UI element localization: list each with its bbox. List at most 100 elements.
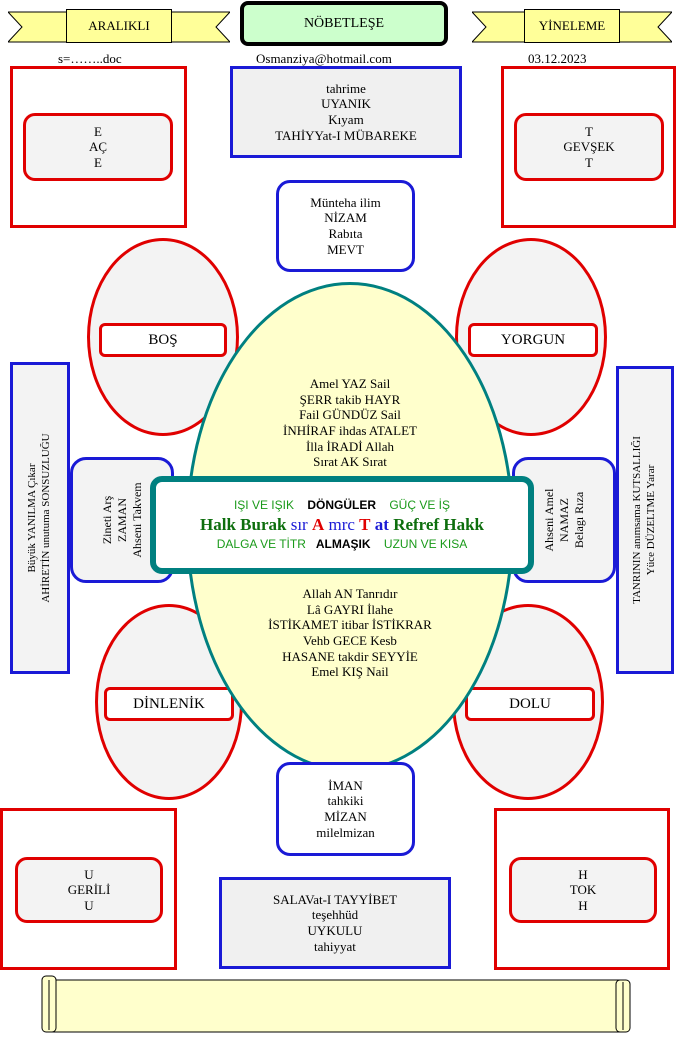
corner-line: T xyxy=(585,154,593,170)
egg-line: İNHİRAF ihdas ATALET xyxy=(282,423,417,438)
scroll-banner xyxy=(41,975,631,1033)
corner-line: E xyxy=(94,154,102,170)
egg-line: ŞERR takib HAYR xyxy=(299,391,401,407)
egg-line: İlla İRADİ Allah xyxy=(305,438,395,454)
right-tall-box: TANRININ anımsama KUTSALLIĞI Yüce DÜZELT… xyxy=(616,366,674,674)
band-text: A xyxy=(311,514,325,534)
band-text: T xyxy=(359,514,371,534)
corner-line: H xyxy=(578,897,588,913)
corner-line: GERİLİ xyxy=(67,882,111,898)
band-text: DÖNGÜLER xyxy=(307,498,376,513)
band-text: at xyxy=(374,514,389,534)
egg-line: İSTİKAMET itibar İSTİKRAR xyxy=(268,617,432,633)
side-line: Büyük YANILMA Çıkar xyxy=(26,463,39,573)
egg-line: HASANE takdir SEYYİE xyxy=(282,648,418,664)
top-box-line: Kıyam xyxy=(328,112,364,127)
side-line: Zineti Arş xyxy=(99,495,114,545)
oval-label: DİNLENİK xyxy=(104,687,234,721)
date-text: 03.12.2023 xyxy=(528,51,587,66)
left-tall-text: Büyük YANILMA Çıkar AHİRETİN unutuma SON… xyxy=(13,365,67,671)
top-right-frame: T GEVŞEK T xyxy=(501,66,676,228)
side-line: TANRININ anımsama KUTSALLIĞI xyxy=(631,436,644,604)
side-line: NAMAZ xyxy=(556,498,571,542)
top-left-frame: E AÇ E xyxy=(10,66,187,228)
center-band: IŞI VE IŞIK DÖNGÜLER GÜÇ VE İŞ Halk Bura… xyxy=(150,476,534,574)
band-text: DALGA VE TİTR xyxy=(216,537,306,552)
bottom-small-line: MİZAN xyxy=(324,809,367,824)
page-title: NÖBETLEŞE xyxy=(303,15,385,31)
corner-line: U xyxy=(84,897,94,913)
bottom-box-line: SALAVat-I TAYYİBET xyxy=(272,891,398,907)
title-box: NÖBETLEŞE xyxy=(240,1,448,46)
bottom-box-line: UYKULU xyxy=(307,923,363,938)
oval-label: DOLU xyxy=(465,687,595,721)
corner-line: T xyxy=(585,123,593,139)
bottom-left-inner: U GERİLİ U xyxy=(15,857,163,923)
right-round-text: Ahseni Amel NAMAZ Belagı Rıza xyxy=(538,460,590,580)
oval-label: BOŞ xyxy=(99,323,227,357)
egg-line: Allah AN Tanrıdır xyxy=(302,586,398,602)
band-text: Refref Hakk xyxy=(393,514,484,534)
band-row-middle: Halk Burak sır A mrc T at Refref Hakk xyxy=(200,514,484,537)
bottom-box-line: teşehhüd xyxy=(311,907,359,923)
email-address: Osmanziya@hotmail.com xyxy=(256,51,392,66)
egg-line: Amel YAZ Sail xyxy=(309,376,391,392)
bottom-left-frame: U GERİLİ U xyxy=(0,808,177,970)
side-line: Belagı Rıza xyxy=(571,491,586,549)
band-text: IŞI VE IŞIK xyxy=(233,498,294,513)
side-line: Yüce DÜZELTME Yarar xyxy=(645,464,657,576)
band-text: GÜÇ VE İŞ xyxy=(389,498,451,513)
top-left-inner: E AÇ E xyxy=(23,113,173,181)
oval-label: YORGUN xyxy=(468,323,598,357)
right-ribbon-label: YİNELEME xyxy=(524,9,620,43)
top-small-box: Münteha ilim NİZAM Rabıta MEVT xyxy=(276,180,415,272)
egg-upper-text: Amel YAZ Sail ŞERR takib HAYR Fail GÜNDÜ… xyxy=(236,370,464,476)
top-box-line: UYANIK xyxy=(321,96,371,112)
band-text: mrc xyxy=(328,514,355,534)
egg-line: Vehb GECE Kesb xyxy=(303,633,397,648)
top-small-line: Münteha ilim xyxy=(310,194,381,210)
file-name: s=……..doc xyxy=(58,51,122,66)
side-line: Ahseni Amel xyxy=(541,488,556,552)
center-band-content: IŞI VE IŞIK DÖNGÜLER GÜÇ VE İŞ Halk Bura… xyxy=(156,482,528,568)
bottom-small-box: İMAN tahkiki MİZAN milelmizan xyxy=(276,762,415,856)
side-line: Ahseni Takvem xyxy=(129,482,144,558)
left-tall-box: Büyük YANILMA Çıkar AHİRETİN unutuma SON… xyxy=(10,362,70,674)
left-ribbon: ARALIKLI xyxy=(8,6,230,48)
top-small-line: MEVT xyxy=(327,241,364,257)
top-box-line: TAHİYYat-I MÜBAREKE xyxy=(275,127,417,143)
bottom-box-line: tahiyyat xyxy=(314,938,356,954)
bottom-small-line: tahkiki xyxy=(327,793,364,809)
egg-line: Emel KIŞ Nail xyxy=(311,664,389,680)
band-text: UZUN VE KISA xyxy=(383,537,468,552)
corner-line: AÇ xyxy=(88,139,108,155)
bottom-box: SALAVat-I TAYYİBET teşehhüd UYKULU tahiy… xyxy=(219,877,451,969)
band-text: Halk Burak xyxy=(200,514,287,534)
egg-lower-text: Allah AN Tanrıdır Lâ GAYRI İlahe İSTİKAM… xyxy=(230,580,470,686)
band-text: ALMAŞIK xyxy=(315,537,371,552)
egg-line: Sırat AK Sırat xyxy=(313,454,387,470)
top-small-line: NİZAM xyxy=(324,210,367,226)
band-row-bottom: DALGA VE TİTR ALMAŞIK UZUN VE KISA xyxy=(217,536,468,552)
egg-line: Fail GÜNDÜZ Sail xyxy=(299,407,401,423)
side-line: AHİRETİN unutuma SONSUZLUĞU xyxy=(40,433,52,603)
right-ribbon: YİNELEME xyxy=(472,6,672,48)
bottom-small-line: İMAN xyxy=(328,777,363,793)
bottom-right-frame: H TOK H xyxy=(494,808,670,970)
ribbon-shape xyxy=(472,11,672,43)
corner-line: GEVŞEK xyxy=(563,139,615,155)
top-small-line: Rabıta xyxy=(328,226,363,241)
bottom-right-inner: H TOK H xyxy=(509,857,657,923)
left-round-text: Zineti Arş ZAMAN Ahseni Takvem xyxy=(96,460,148,580)
top-right-inner: T GEVŞEK T xyxy=(514,113,664,181)
corner-line: E xyxy=(94,123,102,139)
top-box: tahrime UYANIK Kıyam TAHİYYat-I MÜBAREKE xyxy=(230,66,462,158)
side-line: ZAMAN xyxy=(114,498,129,542)
top-box-line: tahrime xyxy=(326,80,366,96)
ribbon-shape xyxy=(8,11,230,43)
bottom-small-line: milelmizan xyxy=(316,824,375,840)
corner-line: U xyxy=(84,866,94,882)
right-tall-text: TANRININ anımsama KUTSALLIĞI Yüce DÜZELT… xyxy=(618,370,672,670)
oval-bottom-right: DOLU xyxy=(452,604,604,800)
band-text: sır xyxy=(290,514,308,534)
